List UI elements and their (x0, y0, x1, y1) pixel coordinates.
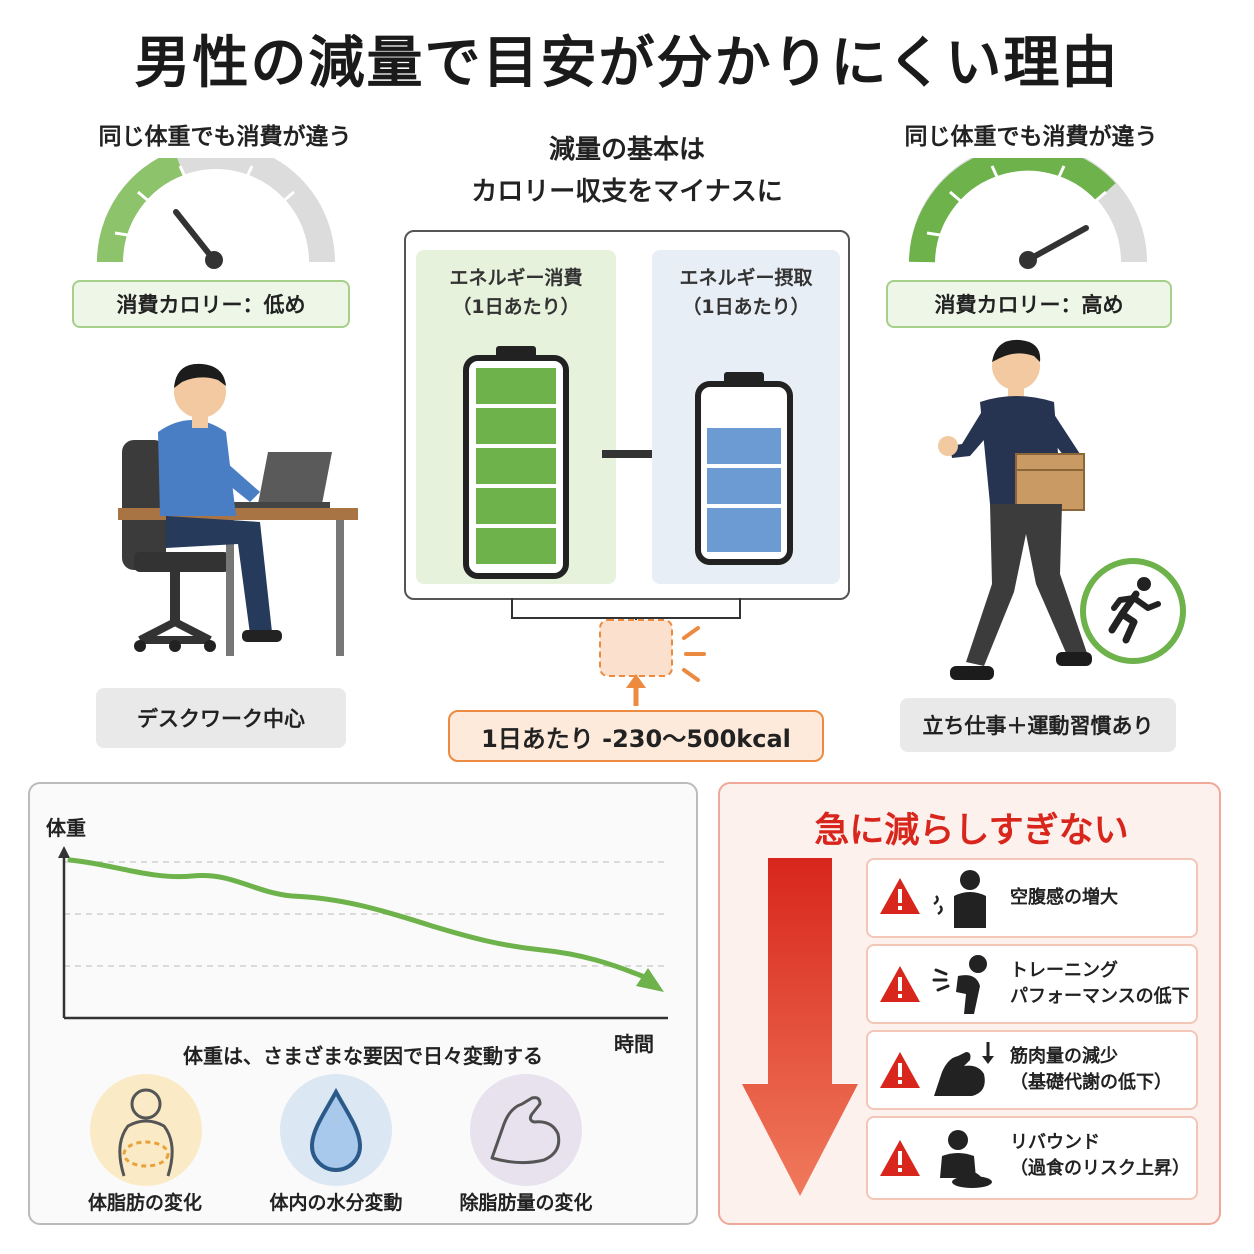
high-gauge-icon (909, 158, 1147, 269)
warning-icon (880, 966, 920, 1002)
risk-card-hunger: 空腹感の増大 (866, 858, 1198, 938)
intake-label: エネルギー摂取 (679, 267, 813, 289)
right-calorie-badge: 消費カロリー：高め (886, 280, 1172, 328)
center-heading: 減量の基本は カロリー収支をマイナスに (404, 130, 850, 213)
body-fat-circle (90, 1074, 202, 1186)
warning-panel: 急に減らしすぎない 空腹感の増大 (718, 782, 1221, 1225)
warning-icon (880, 878, 920, 914)
running-icon (1080, 558, 1186, 664)
minus-sign (602, 450, 662, 458)
calorie-deficit-result: 1日あたり -230〜500kcal (448, 710, 824, 762)
left-caption: デスクワーク中心 (96, 688, 346, 748)
partial-battery-icon (695, 372, 793, 565)
risk-muscle-line2: （基礎代謝の低下） (1010, 1072, 1172, 1093)
risk-card-performance: トレーニング パフォーマンスの低下 (866, 944, 1198, 1024)
hungry-person-icon (933, 870, 986, 928)
left-heading: 同じ体重でも消費が違う (98, 124, 352, 150)
body-fat-icon (118, 1088, 174, 1177)
weight-trend-chart (58, 846, 668, 1020)
water-circle (280, 1074, 392, 1186)
factor-label-body-fat: 体脂肪の変化 (87, 1192, 202, 1214)
down-arrow-icon (742, 858, 858, 1196)
muscle-decrease-icon (934, 1042, 994, 1096)
risk-rebound-line2: （過食のリスク上昇） (1010, 1158, 1190, 1179)
left-calorie-badge: 消費カロリー：低め (72, 280, 350, 328)
tired-person-icon (932, 955, 987, 1014)
intake-sublabel: （1日あたり） (682, 295, 810, 318)
time-axis-label: 時間 (614, 1032, 654, 1056)
factor-label-water: 体内の水分変動 (269, 1192, 403, 1214)
weight-axis-label: 体重 (46, 816, 86, 840)
expenditure-label: エネルギー消費 (449, 267, 583, 289)
warning-title: 急に減らしすぎない (814, 811, 1129, 851)
muscle-arm-icon (490, 1096, 561, 1165)
warning-icon (880, 1140, 920, 1176)
expenditure-column: エネルギー消費 （1日あたり） (416, 250, 616, 584)
right-caption: 立ち仕事＋運動習慣あり (900, 698, 1176, 752)
low-gauge-icon (97, 158, 335, 269)
page-title: 男性の減量で目安が分かりにくい理由 (134, 31, 1120, 96)
risk-hunger-line1: 空腹感の増大 (1010, 886, 1118, 908)
result-bracket-diagram (511, 598, 741, 706)
calorie-balance-box: エネルギー消費 （1日あたり） エネルギー摂取 （1日あたり） (404, 230, 850, 600)
active-worker-illustration (938, 339, 1092, 680)
risk-muscle-line1: 筋肉量の減少 (1010, 1045, 1118, 1067)
intake-column: エネルギー摂取 （1日あたり） (652, 250, 840, 584)
right-heading: 同じ体重でも消費が違う (904, 124, 1158, 150)
water-drop-icon (309, 1087, 363, 1172)
factor-label-muscle: 除脂肪量の変化 (459, 1192, 593, 1214)
expenditure-sublabel: （1日あたり） (452, 295, 580, 318)
center-heading-line1: 減量の基本は (548, 135, 705, 165)
overeating-icon (940, 1130, 992, 1188)
risk-card-rebound: リバウンド （過食のリスク上昇） (866, 1116, 1198, 1200)
muscle-circle (470, 1074, 582, 1186)
risk-performance-line1: トレーニング (1010, 959, 1118, 981)
desk-worker-illustration (118, 363, 358, 656)
risk-card-muscle: 筋肉量の減少 （基礎代謝の低下） (866, 1030, 1198, 1110)
weight-chart-caption: 体重は、さまざまな要因で日々変動する (183, 1044, 543, 1068)
center-heading-line2: カロリー収支をマイナスに (471, 176, 783, 207)
full-battery-icon (463, 346, 569, 579)
risk-performance-line2: パフォーマンスの低下 (1010, 986, 1190, 1007)
warning-icon (880, 1052, 920, 1088)
risk-rebound-line1: リバウンド (1010, 1131, 1100, 1153)
